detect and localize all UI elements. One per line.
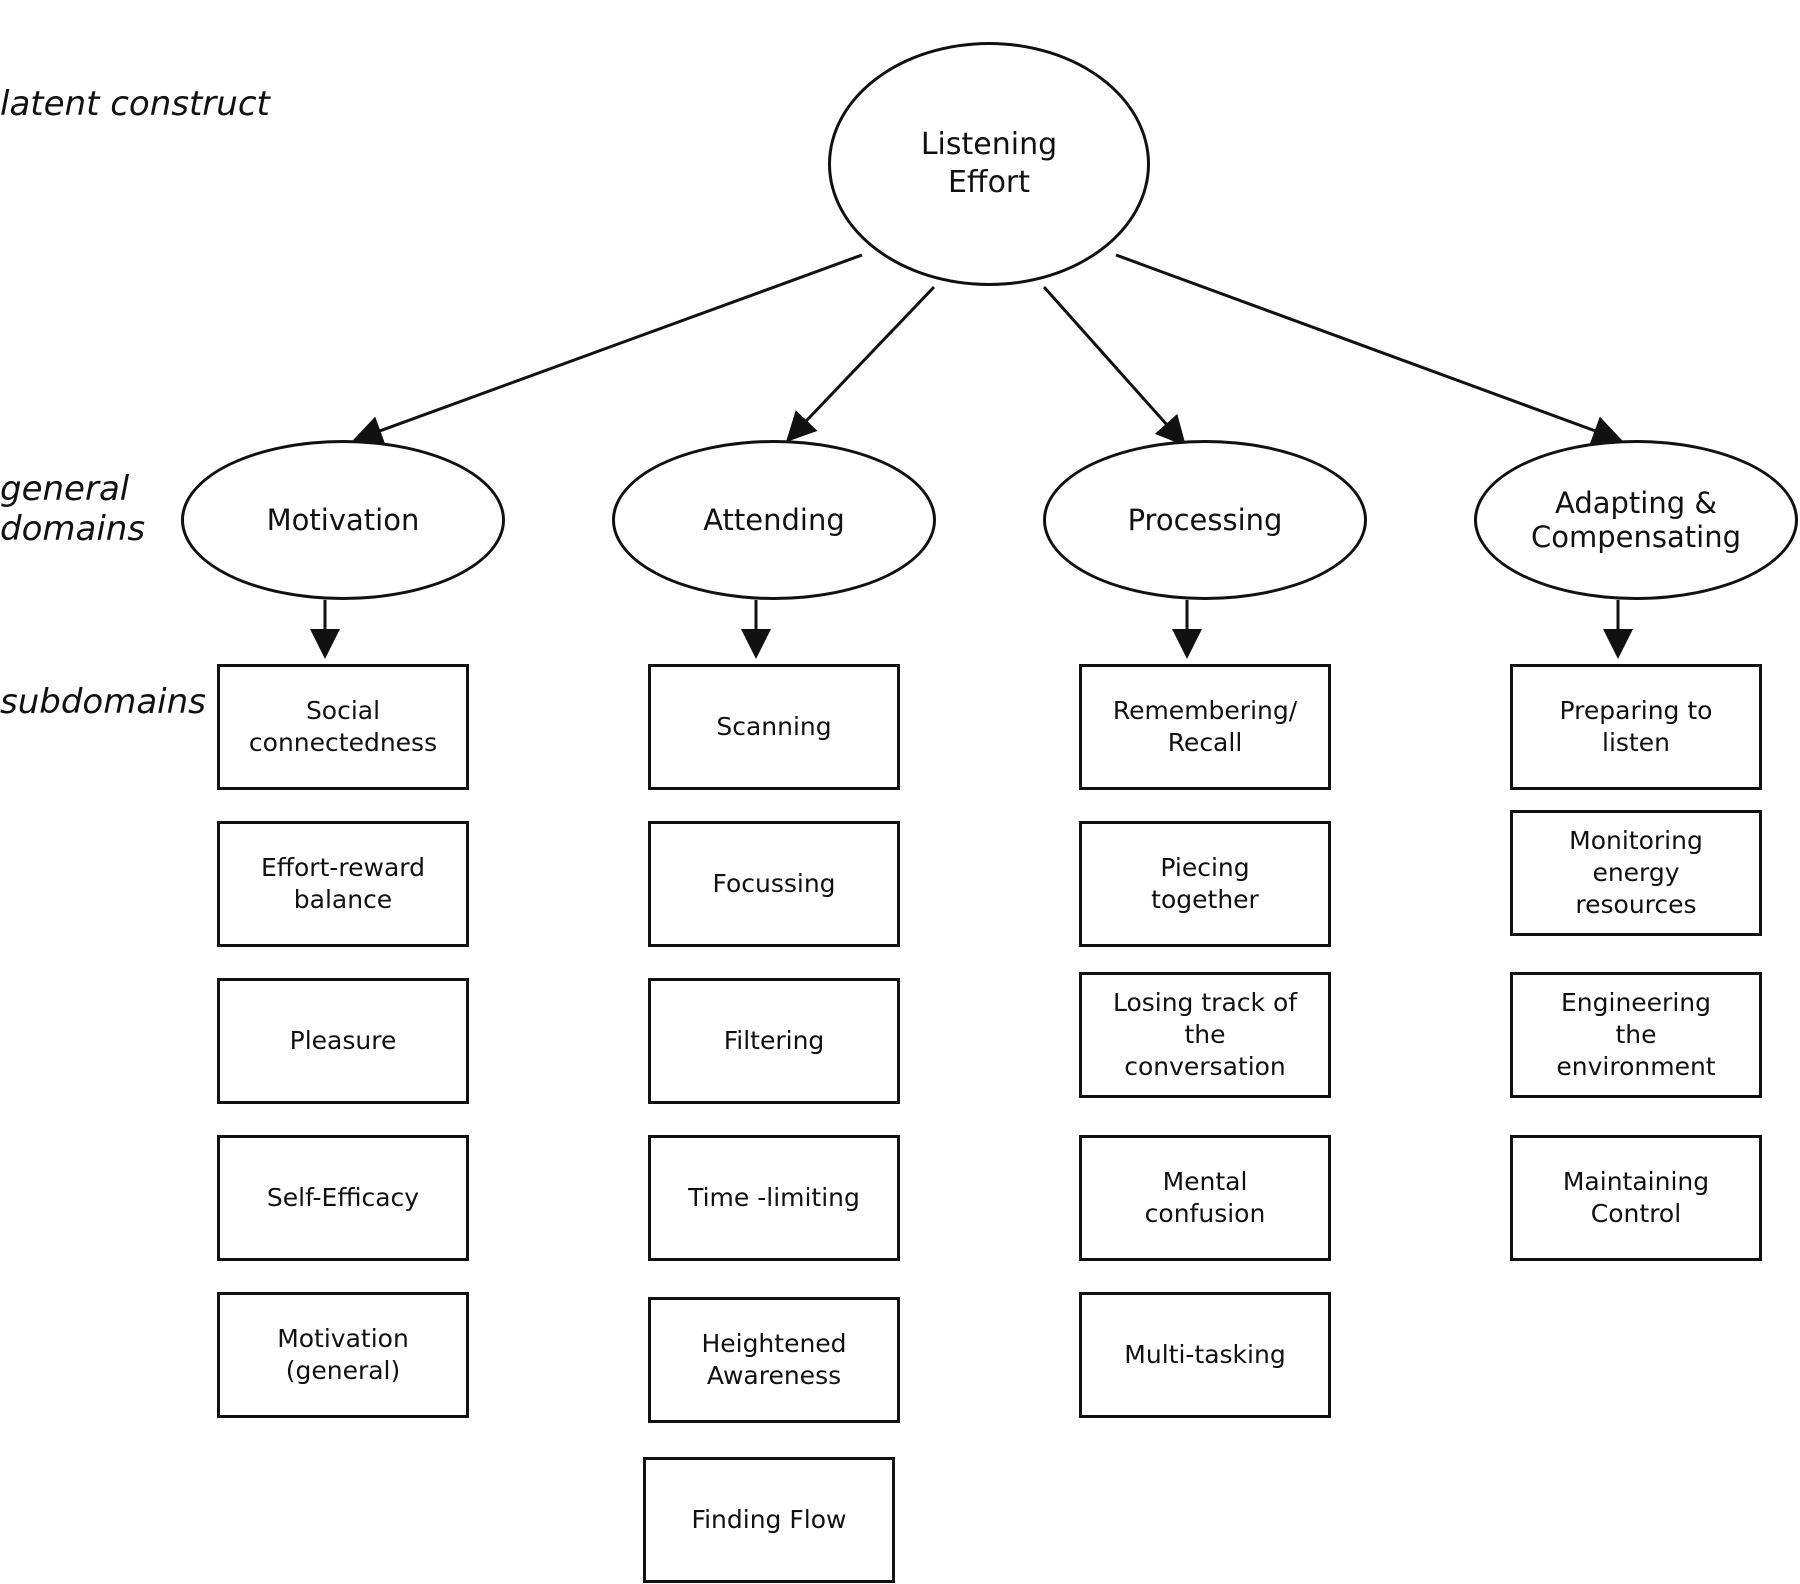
subdomain-box: Mental confusion	[1079, 1135, 1331, 1261]
subdomain-box: Piecing together	[1079, 821, 1331, 947]
subdomain-box: Engineering the environment	[1510, 972, 1762, 1098]
domain-node-1: Attending	[612, 440, 936, 600]
subdomain-box: Pleasure	[217, 978, 469, 1104]
subdomain-box: Maintaining Control	[1510, 1135, 1762, 1261]
subdomain-box: Effort-reward balance	[217, 821, 469, 947]
arrow-root-to-domain-0	[352, 253, 863, 445]
arrow-root-to-domain-1	[785, 285, 936, 443]
subdomain-box: Monitoring energy resources	[1510, 810, 1762, 936]
subdomain-box: Social connectedness	[217, 664, 469, 790]
subdomain-box: Motivation (general)	[217, 1292, 469, 1418]
subdomain-box: Preparing to listen	[1510, 664, 1762, 790]
domain-node-3: Adapting & Compensating	[1474, 440, 1798, 600]
row-label-latent-construct: latent construct	[0, 84, 270, 124]
subdomain-box: Losing track of the conversation	[1079, 972, 1331, 1098]
subdomain-box: Time -limiting	[648, 1135, 900, 1261]
subdomain-box: Finding Flow	[643, 1457, 895, 1583]
arrow-root-to-domain-2	[1042, 286, 1186, 447]
latent-construct-node: Listening Effort	[828, 42, 1150, 286]
subdomain-box: Focussing	[648, 821, 900, 947]
domain-node-0: Motivation	[181, 440, 505, 600]
subdomain-box: Heightened Awareness	[648, 1297, 900, 1423]
row-label-subdomains: subdomains	[0, 682, 206, 722]
subdomain-box: Scanning	[648, 664, 900, 790]
subdomain-box: Self-Efficacy	[217, 1135, 469, 1261]
arrow-root-to-domain-3	[1115, 253, 1623, 445]
domain-node-2: Processing	[1043, 440, 1367, 600]
subdomain-box: Remembering/ Recall	[1079, 664, 1331, 790]
subdomain-box: Multi-tasking	[1079, 1292, 1331, 1418]
subdomain-box: Filtering	[648, 978, 900, 1104]
row-label-general-domains: general domains	[0, 469, 146, 549]
